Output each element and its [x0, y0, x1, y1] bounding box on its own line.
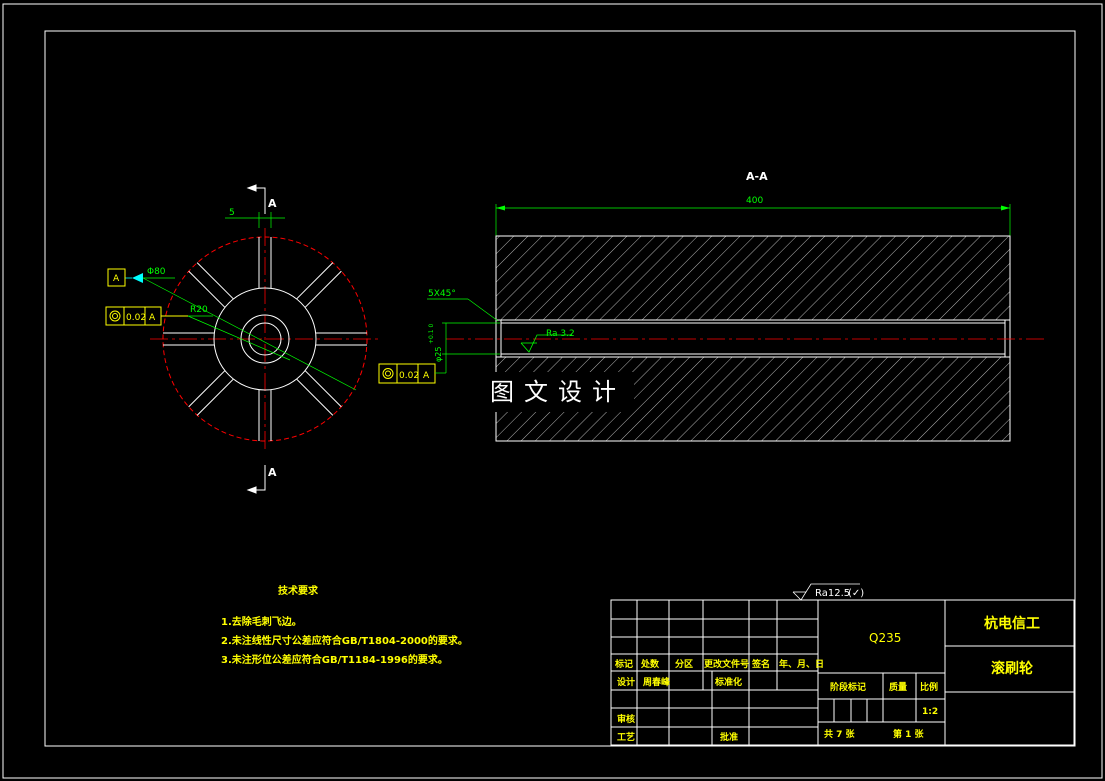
- bore-text: φ25: [434, 347, 443, 362]
- title-block: [610, 599, 1075, 746]
- title-block-text: Q235 杭电信工 滚刷轮 标记 处数 分区 更改文件号 签名 年、月、日 设计…: [614, 615, 1040, 743]
- hdr-standardize: 标准化: [714, 676, 742, 688]
- roughness-bore-text: Ra 3.2: [546, 329, 575, 339]
- concentricity-frame-left: [105, 306, 188, 326]
- radius-leader: [187, 315, 291, 361]
- total-sheets: 共 7 张: [824, 728, 856, 740]
- slot-edge: [304, 270, 342, 308]
- hdr-design: 设计: [617, 676, 635, 688]
- length-text: 400: [746, 196, 763, 206]
- diameter-leader: [142, 277, 357, 391]
- hub-circle: [213, 287, 317, 391]
- chamfer-leader: [427, 298, 499, 322]
- hdr-count: 处数: [640, 658, 660, 670]
- concentricity-right-value: 0.02: [399, 371, 419, 381]
- hdr-sign: 签名: [751, 658, 770, 670]
- slot-edge: [196, 378, 234, 416]
- outer-circle: [162, 236, 368, 442]
- hdr-process: 工艺: [617, 731, 635, 743]
- hdr-stage-mark: 阶段标记: [830, 681, 866, 693]
- tech-requirements: 技术要求 1.去除毛刺飞边。 2.未注线性尺寸公差应符合GB/T1804-200…: [221, 584, 468, 666]
- length-arrow-right: [1001, 205, 1010, 211]
- datum-label: A: [113, 274, 120, 284]
- bore-tol-text: +0.1 0: [428, 324, 435, 344]
- section-marker-top: [246, 184, 266, 214]
- hdr-zone: 分区: [675, 658, 693, 670]
- inner-frame: [44, 30, 1076, 747]
- section-title: A-A: [746, 170, 768, 183]
- concentricity-left-value: 0.02: [126, 313, 146, 323]
- roughness-general-suffix: (✓): [848, 588, 864, 599]
- datum-box: [107, 268, 126, 287]
- tech-req-item-2: 2.未注线性尺寸公差应符合GB/T1804-2000的要求。: [221, 634, 468, 647]
- section-label-top: A: [268, 197, 277, 210]
- hdr-scale-label: 比例: [920, 681, 938, 693]
- hdr-date: 年、月、日: [779, 658, 824, 670]
- roughness-bore-symbol: [520, 334, 572, 353]
- slot-width-dimension: [225, 212, 285, 228]
- material-text: Q235: [869, 631, 901, 645]
- chamfer-text: 5X45°: [428, 289, 456, 299]
- tech-req-item-3: 3.未注形位公差应符合GB/T1184-1996的要求。: [221, 653, 448, 666]
- section-marker-bottom: [246, 465, 266, 494]
- slot-edge: [188, 370, 226, 408]
- hdr-approve: 批准: [720, 731, 738, 743]
- hdr-mark: 标记: [614, 658, 633, 670]
- section-view: A-A 400 5X45°: [378, 170, 1046, 442]
- length-arrow-left: [496, 205, 505, 211]
- scale-value: 1:2: [922, 707, 938, 717]
- concentricity-right-ref: A: [423, 371, 430, 381]
- bore-outline: [495, 320, 1011, 357]
- watermark-label: 图文设计: [482, 372, 634, 412]
- diameter-arrow: [132, 273, 143, 283]
- concentricity-frame-right: [378, 363, 436, 384]
- slot-edge: [304, 370, 342, 408]
- end-view: A A 5 Φ80 A R20: [105, 184, 380, 494]
- body-top-hatch: [495, 235, 1011, 321]
- concentricity-left-ref: A: [149, 313, 156, 323]
- slot-width-text: 5: [229, 208, 235, 218]
- hdr-review: 审核: [617, 713, 635, 725]
- hdr-change-doc: 更改文件号: [704, 658, 749, 670]
- slot-edge: [188, 270, 226, 308]
- slot-edge: [296, 378, 334, 416]
- radius-text: R20: [190, 305, 208, 315]
- outer-frame: [2, 3, 1103, 779]
- bore-dimension: [442, 322, 500, 355]
- outer-diameter-text: Φ80: [147, 267, 166, 277]
- company-text: 杭电信工: [984, 615, 1040, 632]
- slot-edge: [296, 262, 334, 300]
- designer-name: 周春峰: [643, 676, 671, 688]
- part-name-text: 滚刷轮: [991, 660, 1033, 677]
- slots: [163, 237, 367, 441]
- length-dimension: [495, 204, 1011, 236]
- roughness-general: Ra12.5 (✓): [792, 583, 864, 601]
- roughness-general-text: Ra12.5: [815, 588, 850, 599]
- hdr-weight: 质量: [889, 681, 907, 693]
- sheet-number: 第 1 张: [893, 728, 925, 740]
- tech-req-item-1: 1.去除毛刺飞边。: [221, 615, 302, 628]
- tech-req-title: 技术要求: [278, 584, 319, 597]
- section-label-bottom: A: [268, 466, 277, 479]
- bore-circle-inner: [248, 322, 282, 356]
- slot-edge: [196, 262, 234, 300]
